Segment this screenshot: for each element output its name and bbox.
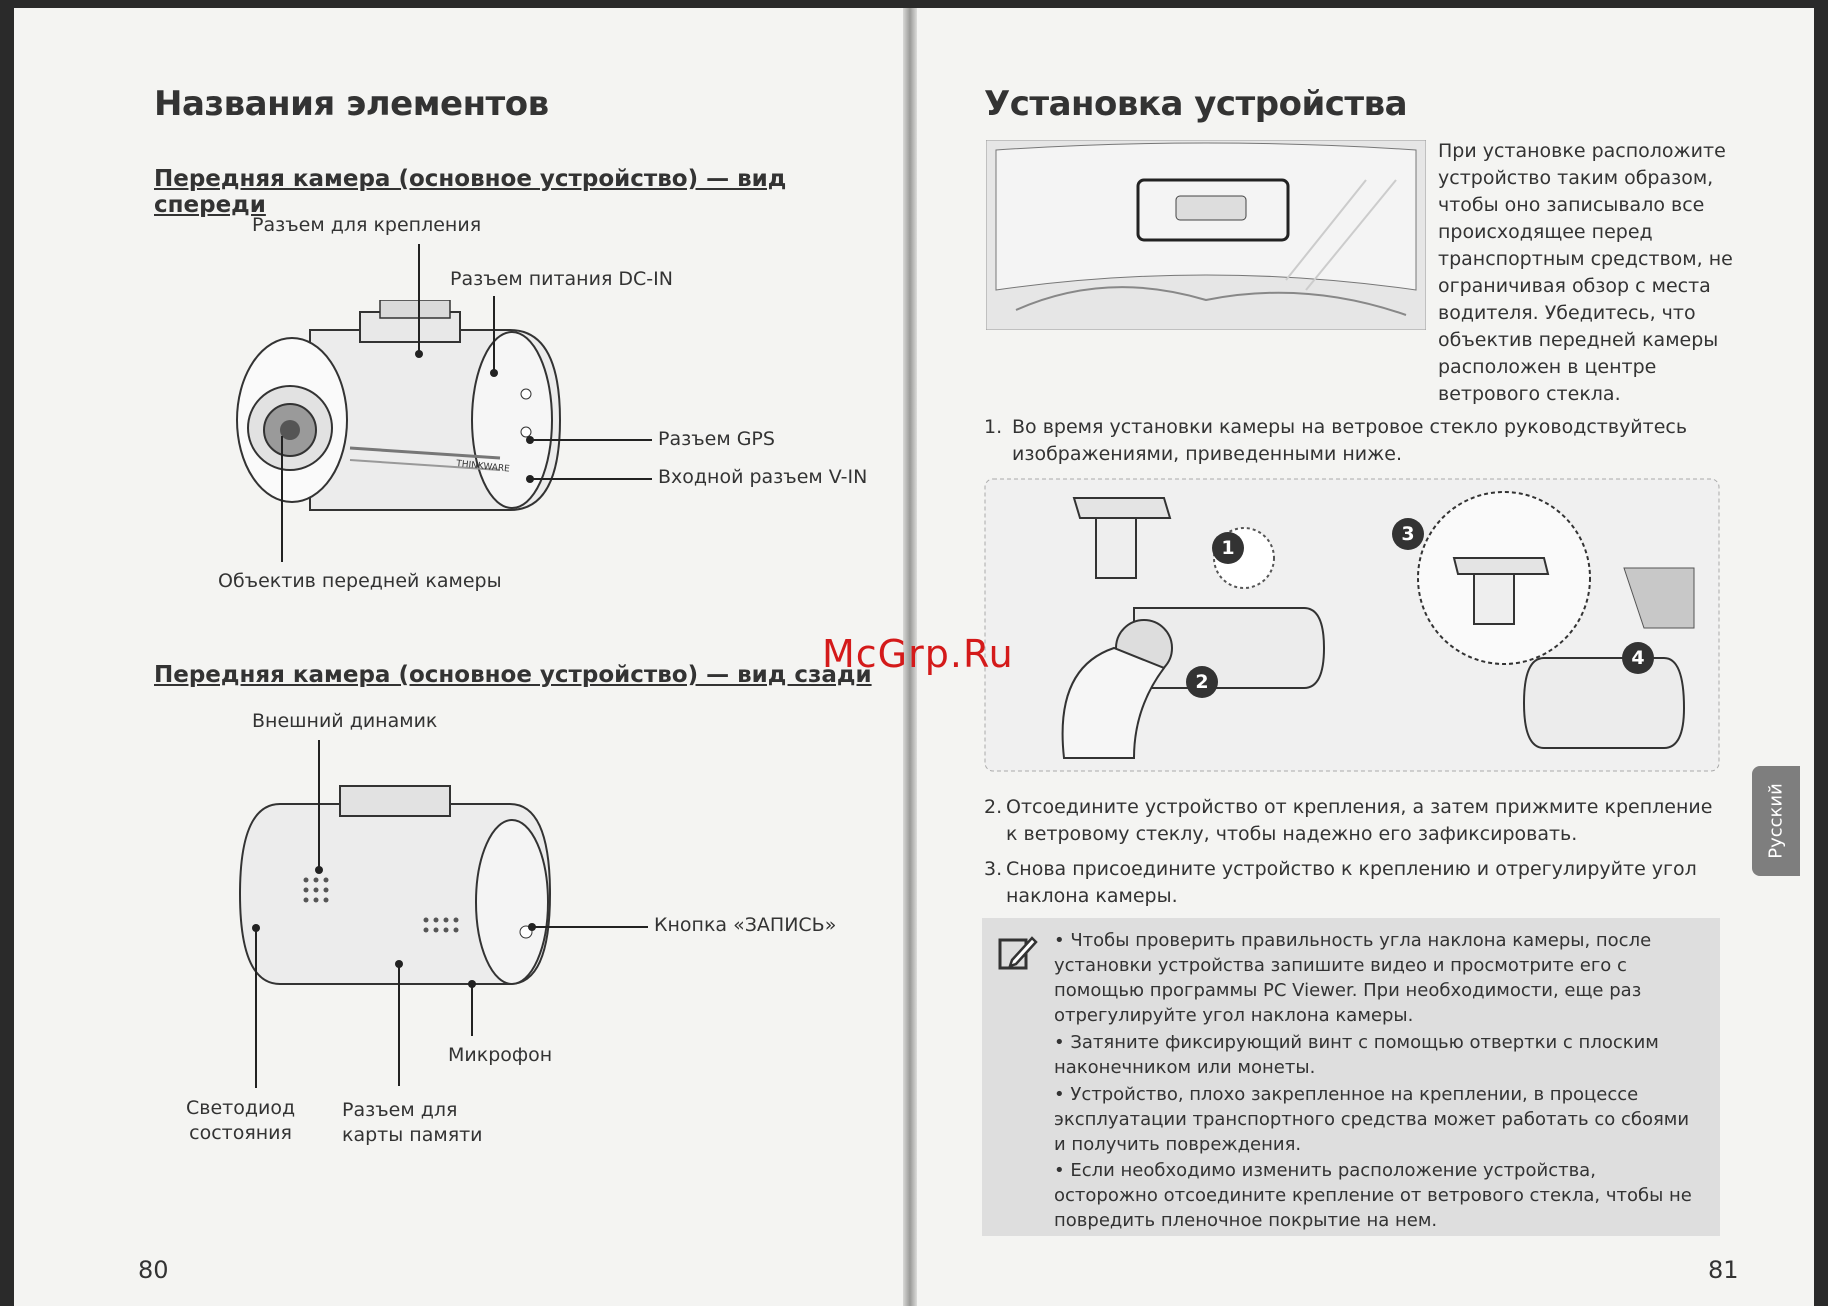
- note-item-2: • Затяните фиксирующий винт с помощью от…: [1054, 1032, 1659, 1078]
- left-page-number: 80: [138, 1256, 169, 1284]
- label-memory-slot: Разъем для карты памяти: [342, 1099, 483, 1146]
- left-page-title: Названия элементов: [154, 84, 549, 124]
- rear-camera-illustration: [238, 785, 552, 985]
- label-v-in: Входной разъем V-IN: [658, 466, 868, 488]
- label-speaker: Внешний динамик: [252, 710, 438, 732]
- figure-marker-2: 2: [1186, 666, 1218, 698]
- left-page: Названия элементов Передняя камера (осно…: [60, 0, 900, 1298]
- right-page-number: 81: [1708, 1256, 1739, 1284]
- note-item-1: • Чтобы проверить правильность угла накл…: [1054, 930, 1652, 1026]
- step-3-number: 3.: [984, 858, 1003, 880]
- right-page: Установка устройства При установке распо…: [922, 0, 1802, 1298]
- book-gutter: [903, 8, 917, 1306]
- windshield-illustration: [986, 140, 1426, 330]
- note-box: • Чтобы проверить правильность угла накл…: [982, 918, 1720, 1236]
- step-2-number: 2.: [984, 796, 1003, 818]
- step-2-text: Отсоедините устройство от крепления, а з…: [1006, 796, 1713, 845]
- label-dc-in: Разъем питания DC-IN: [450, 268, 673, 290]
- language-side-tab: Русский: [1752, 766, 1800, 876]
- label-mount-connector: Разъем для крепления: [252, 214, 482, 236]
- front-view-heading: Передняя камера (основное устройство) — …: [154, 166, 787, 218]
- figure-marker-4: 4: [1622, 642, 1654, 674]
- note-item-3: • Устройство, плохо закрепленное на креп…: [1054, 1084, 1690, 1155]
- watermark-text: McGrp.Ru: [822, 632, 1014, 676]
- label-record-button: Кнопка «ЗАПИСЬ»: [654, 914, 837, 936]
- intro-paragraph: При установке расположите устройство так…: [1438, 140, 1733, 405]
- label-gps: Разъем GPS: [658, 428, 775, 450]
- label-microphone: Микрофон: [448, 1044, 553, 1066]
- note-item-4: • Если необходимо изменить расположение …: [1054, 1160, 1692, 1231]
- installation-figure: [984, 478, 1720, 772]
- step-1-text: Во время установки камеры на ветровое ст…: [1012, 416, 1688, 465]
- figure-marker-3: 3: [1392, 518, 1424, 550]
- note-pencil-icon: [998, 936, 1038, 970]
- right-page-title: Установка устройства: [984, 84, 1408, 124]
- rear-view-heading: Передняя камера (основное устройство) — …: [154, 662, 872, 688]
- step-3-text: Снова присоедините устройство к креплени…: [1006, 858, 1697, 907]
- label-status-led: Светодиод состояния: [186, 1097, 296, 1144]
- figure-marker-1: 1: [1212, 532, 1244, 564]
- label-lens: Объектив передней камеры: [218, 570, 502, 592]
- step-1-number: 1.: [984, 416, 1003, 438]
- front-camera-illustration: THINKWARE: [236, 300, 562, 511]
